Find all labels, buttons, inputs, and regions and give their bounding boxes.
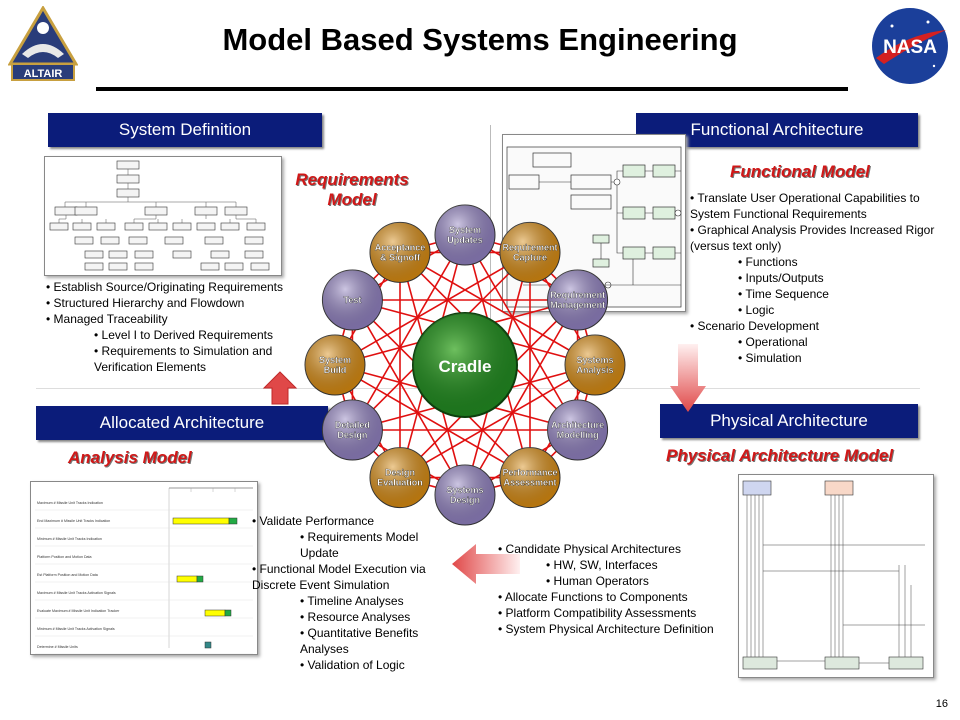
- analysis-row-label: Maximum # Missile Unit Tracks Activation…: [37, 591, 116, 595]
- physical-architecture-header: Physical Architecture: [660, 404, 918, 438]
- bullet-item: Logic: [690, 302, 952, 318]
- page-title: Model Based Systems Engineering: [222, 22, 738, 57]
- analysis-row-label: Minimum # Missile Unit Tracks Indication: [37, 537, 102, 541]
- cradle-label: Cradle: [439, 357, 492, 376]
- bullet-item: Timeline Analyses: [252, 593, 452, 609]
- network-link: [351, 299, 466, 496]
- network-link: [334, 364, 531, 479]
- network-link: [464, 299, 579, 496]
- vertical-separator: [490, 125, 491, 385]
- altair-logo: ALTAIR: [7, 5, 79, 90]
- bullet-item: Structured Hierarchy and Flowdown: [46, 295, 316, 311]
- page-number: 16: [935, 698, 948, 710]
- bullet-item: Allocate Functions to Components: [498, 589, 728, 605]
- allocated-architecture-bullets: Validate PerformanceRequirements Model U…: [252, 513, 452, 673]
- bullet-item: Validation of Logic: [252, 657, 452, 673]
- bullet-item: Establish Source/Originating Requirement…: [46, 279, 316, 295]
- physical-architecture-bullets: Candidate Physical ArchitecturesHW, SW, …: [498, 541, 728, 637]
- bullet-item: Inputs/Outputs: [690, 270, 952, 286]
- analysis-row-label: Platform Position and Motion Data: [37, 555, 92, 559]
- ring-node-label: Acceptance& Signoff: [375, 242, 426, 262]
- bullet-item: Functional Model Execution via Discrete …: [252, 561, 452, 593]
- network-link: [399, 251, 596, 366]
- analysis-row-label: End Maximum # Missile Unit Tracks Indica…: [37, 519, 110, 523]
- physical-architecture-model-label: Physical Architecture Model: [666, 446, 894, 465]
- network-link: [351, 234, 466, 431]
- down-arrow: [670, 344, 706, 412]
- bullet-item: Validate Performance: [252, 513, 452, 529]
- bullet-item: Graphical Analysis Provides Increased Ri…: [690, 222, 952, 254]
- title-underline: [96, 87, 848, 91]
- requirements-model-label: Requirements Model: [295, 170, 409, 209]
- functional-model-label: Functional Model: [730, 162, 870, 181]
- allocated-architecture-header: Allocated Architecture: [36, 406, 328, 440]
- bullet-item: Translate User Operational Capabilities …: [690, 190, 952, 222]
- bullet-item: Operational: [690, 334, 952, 350]
- bullet-item: Simulation: [690, 350, 952, 366]
- bullet-item: Requirements to Simulation and Verificat…: [46, 343, 316, 375]
- bullet-item: HW, SW, Interfaces: [498, 557, 728, 573]
- network-link: [334, 251, 531, 366]
- bullet-item: System Physical Architecture Definition: [498, 621, 728, 637]
- bullet-item: Quantitative Benefits Analyses: [252, 625, 452, 657]
- network-link: [399, 364, 596, 479]
- bullet-item: Managed Traceability: [46, 311, 316, 327]
- bullet-item: Human Operators: [498, 573, 728, 589]
- analysis-row-label: Determine # Missile Units: [37, 645, 78, 649]
- left-arrow: [452, 544, 520, 584]
- analysis-timeline-thumbnail: Maximum # Missile Unit Tracks Indication…: [30, 481, 258, 655]
- ring-node: Test: [321, 269, 383, 331]
- bullet-item: Time Sequence: [690, 286, 952, 302]
- functional-architecture-bullets: Translate User Operational Capabilities …: [690, 190, 952, 366]
- nasa-logo: NASA: [868, 4, 952, 88]
- bullet-item: Platform Compatibility Assessments: [498, 605, 728, 621]
- bullet-item: Resource Analyses: [252, 609, 452, 625]
- analysis-row-label: Est Platform Position and Motion Data: [37, 573, 98, 577]
- bullet-item: Level I to Derived Requirements: [46, 327, 316, 343]
- up-arrow: [262, 371, 298, 405]
- bullet-item: Scenario Development: [690, 318, 952, 334]
- analysis-model-label: Analysis Model: [68, 448, 192, 467]
- ring-node: Acceptance& Signoff: [369, 221, 431, 283]
- system-definition-bullets: Establish Source/Originating Requirement…: [46, 279, 316, 375]
- nasa-logo-text: NASA: [883, 37, 937, 58]
- ring-node-label: Test: [343, 295, 361, 305]
- network-link: [464, 234, 579, 431]
- requirements-hierarchy-thumbnail: [44, 156, 282, 276]
- bullet-item: Functions: [690, 254, 952, 270]
- analysis-row-label: Maximum # Missile Unit Tracks Indication: [37, 501, 103, 505]
- system-definition-header: System Definition: [48, 113, 322, 147]
- analysis-row-label: Minimum # Missile Unit Tracks Activation…: [37, 627, 115, 631]
- bullet-item: Candidate Physical Architectures: [498, 541, 728, 557]
- analysis-row-label: Evaluate Maximum # Missile Unit Indicati…: [37, 609, 120, 613]
- bullet-item: Requirements Model Update: [252, 529, 452, 561]
- altair-logo-text: ALTAIR: [24, 68, 63, 80]
- physical-architecture-thumbnail: [738, 474, 934, 678]
